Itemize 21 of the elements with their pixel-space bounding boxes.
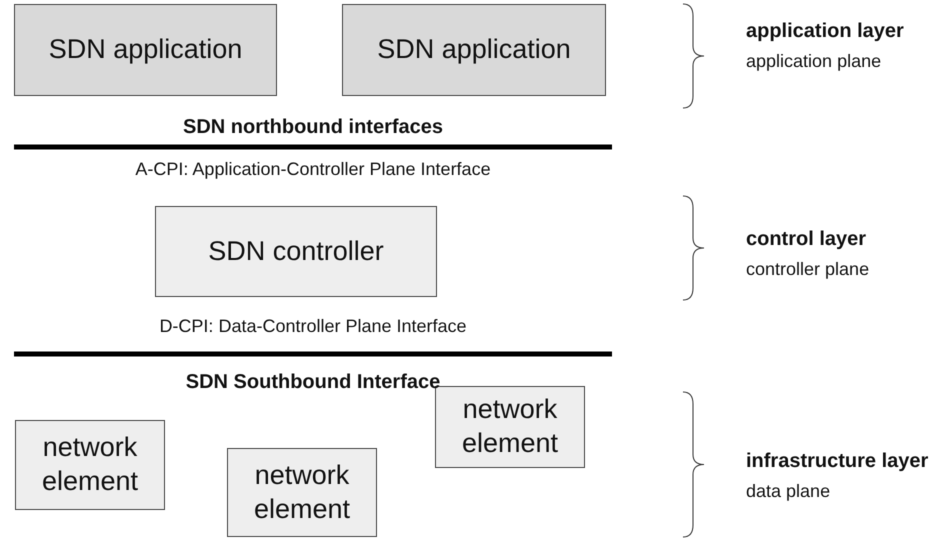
box-label: SDN controller [208, 234, 384, 268]
box-label: network element [40, 431, 140, 498]
layer-title: application layer [746, 20, 904, 43]
box-label: SDN application [48, 33, 242, 66]
component-box [342, 4, 606, 96]
interface-title: SDN Southbound Interface [186, 371, 440, 394]
box-label: network element [252, 458, 352, 526]
component-box [14, 4, 277, 96]
interface-description: A-CPI: Application-Controller Plane Interface [135, 159, 491, 180]
plane-name: application plane [746, 51, 882, 72]
layer-title: infrastructure layer [746, 450, 928, 473]
plane-name: data plane [746, 481, 830, 502]
interface-title: SDN northbound interfaces [183, 116, 443, 139]
box-label: network element [460, 393, 560, 460]
layer-title: control layer [746, 228, 866, 251]
component-box [227, 448, 377, 537]
component-box [155, 206, 437, 297]
interface-description: D-CPI: Data-Controller Plane Interface [159, 316, 467, 337]
box-label: SDN application [377, 33, 571, 66]
component-box [15, 420, 165, 510]
plane-name: controller plane [746, 259, 870, 280]
